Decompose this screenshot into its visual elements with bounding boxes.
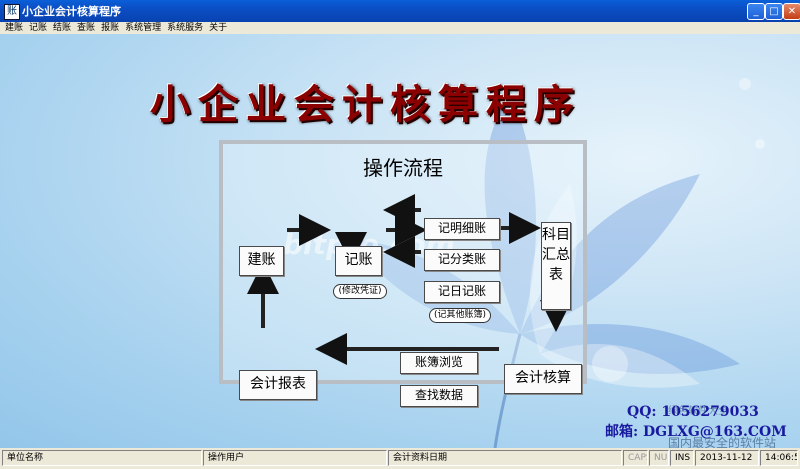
menu-about[interactable]: 关于	[209, 23, 228, 33]
status-ins: INS	[670, 450, 694, 466]
status-account-date: 会计资料日期	[388, 450, 622, 466]
window-title: 小企业会计核算程序	[22, 5, 121, 18]
contact-qq: QQ: 1056279033	[627, 404, 759, 420]
other-books-note[interactable]: (记其他账簿)	[429, 308, 491, 323]
site-watermark-bottom: 国内最安全的软件站	[668, 436, 777, 448]
journal-button[interactable]: 记日记账	[424, 281, 500, 303]
maximize-button[interactable]: □	[765, 3, 783, 20]
subject-summary-button[interactable]: 科目汇总表	[541, 222, 571, 310]
close-button[interactable]: ✕	[783, 3, 800, 20]
menu-close-books[interactable]: 结账	[53, 23, 72, 33]
menu-system-service[interactable]: 系统服务	[167, 23, 204, 33]
menu-bar: 建账记账结账查账报账系统管理系统服务关于	[0, 22, 800, 34]
flow-title: 操作流程	[363, 156, 443, 180]
window-titlebar[interactable]: 账 小企业会计核算程序 _ □ ✕	[0, 0, 800, 22]
status-unit-name: 单位名称	[2, 450, 202, 466]
accounting-report-button[interactable]: 会计报表	[239, 370, 317, 400]
menu-query[interactable]: 查账	[77, 23, 96, 33]
browse-books-button[interactable]: 账簿浏览	[400, 352, 478, 374]
banner-title: 小企业会计核算程序	[150, 81, 582, 128]
contact-email: 邮箱: DGLXG@163.COM	[605, 424, 787, 440]
search-data-button[interactable]: 查找数据	[400, 385, 478, 407]
operation-flow-panel: bitpro.com 操作流程 建账 记账 (修改凭证) 记	[219, 140, 587, 407]
accounting-button[interactable]: 会计核算	[504, 364, 582, 394]
status-bar: 单位名称 操作用户 会计资料日期 CAPS NUM INS 2013-11-12…	[0, 448, 800, 469]
category-ledger-button[interactable]: 记分类账	[424, 249, 500, 271]
bookkeeping-button[interactable]: 记账	[335, 246, 382, 276]
main-canvas: 小企业会计核算程序 bitpro.com 操作流程 建账 记	[0, 34, 800, 448]
setup-button[interactable]: 建账	[239, 246, 284, 276]
status-num: NUM	[649, 450, 669, 466]
menu-system-admin[interactable]: 系统管理	[125, 23, 162, 33]
menu-record[interactable]: 记账	[29, 23, 48, 33]
detail-ledger-button[interactable]: 记明细账	[424, 218, 500, 240]
status-date: 2013-11-12	[695, 450, 759, 466]
status-time: 14:06:57	[760, 450, 798, 466]
modify-voucher-note[interactable]: (修改凭证)	[333, 284, 387, 299]
status-caps: CAPS	[623, 450, 648, 466]
site-watermark-top: 绿色软件大全	[668, 406, 728, 417]
menu-report[interactable]: 报账	[101, 23, 120, 33]
status-operator: 操作用户	[203, 450, 387, 466]
menu-setup[interactable]: 建账	[5, 23, 24, 33]
minimize-button[interactable]: _	[747, 3, 765, 20]
ledger-icon[interactable]: 账	[4, 4, 20, 20]
